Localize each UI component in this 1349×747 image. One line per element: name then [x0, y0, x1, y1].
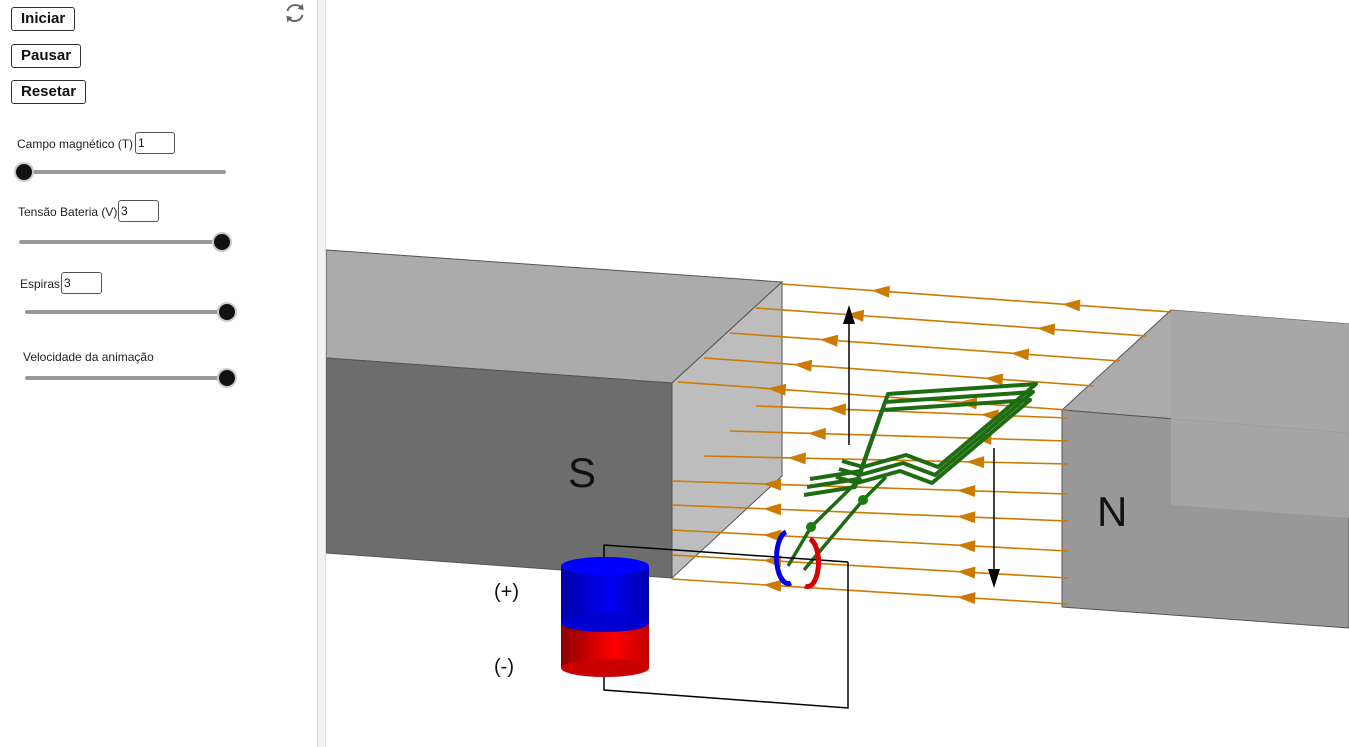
magnetic-field-slider-handle[interactable]: [16, 164, 32, 180]
animation-speed-slider-handle[interactable]: [219, 370, 235, 386]
field-line: [755, 307, 1147, 337]
field-line: [755, 405, 1069, 419]
coil-lead: [802, 498, 865, 572]
turns-label: Espiras: [20, 277, 61, 291]
field-line-arrow: [957, 592, 976, 605]
coil-joint: [858, 495, 868, 505]
coil-lead: [861, 475, 888, 502]
magnetic-field-input[interactable]: [135, 132, 175, 154]
field-line: [703, 357, 1095, 387]
magnetic-field-label: Campo magnético (T): [17, 137, 134, 151]
field-line-arrow: [1036, 323, 1056, 336]
battery-voltage-input[interactable]: [118, 200, 159, 222]
field-line-arrow: [827, 403, 846, 416]
negative-terminal-label: (-): [494, 656, 514, 678]
field-line-arrow: [957, 511, 976, 524]
positive-terminal-label: (+): [494, 581, 519, 603]
coil-lead: [809, 476, 863, 529]
force-arrow-up: [843, 305, 855, 445]
start-button[interactable]: Iniciar: [11, 7, 76, 31]
reset-button[interactable]: Resetar: [11, 80, 87, 104]
field-line-arrow: [763, 579, 782, 592]
field-line: [671, 529, 1069, 552]
field-line-arrow: [984, 373, 1004, 386]
animation-speed-slider-track[interactable]: [25, 376, 235, 380]
field-line-arrow: [807, 427, 826, 440]
coil-joint: [806, 522, 816, 532]
field-line-arrow: [819, 334, 839, 347]
south-pole-label: S: [568, 449, 596, 496]
field-line-arrow: [787, 452, 806, 465]
field-line-arrow: [1062, 299, 1081, 312]
field-line: [671, 578, 1069, 605]
graphics-view[interactable]: S N (+) (-): [326, 0, 1349, 747]
commutator: [774, 529, 822, 590]
turns-slider-track[interactable]: [25, 310, 235, 314]
field-line-arrow: [957, 484, 976, 497]
field-line-arrow: [871, 285, 890, 298]
field-line-arrow: [1010, 348, 1030, 361]
field-line-arrow: [763, 503, 782, 516]
battery: [561, 557, 649, 677]
field-line-arrow: [966, 456, 985, 469]
field-line: [671, 504, 1069, 522]
force-arrow-down: [988, 448, 1000, 588]
field-line-arrow: [763, 478, 782, 491]
turns-input[interactable]: [61, 272, 102, 294]
field-line-arrow: [763, 529, 782, 542]
battery-voltage-label: Tensão Bateria (V): [18, 205, 118, 219]
coil-lead: [786, 526, 813, 567]
south-magnet: [326, 249, 784, 580]
coil-turn: [803, 398, 1032, 497]
field-line: [729, 332, 1121, 362]
field-line: [677, 381, 1069, 411]
field-line: [781, 283, 1172, 313]
turns-slider-handle[interactable]: [219, 304, 235, 320]
field-line: [671, 480, 1069, 495]
battery-voltage-slider-track[interactable]: [19, 240, 229, 244]
field-line: [729, 430, 1069, 442]
field-line-arrow: [957, 566, 976, 579]
magnetic-field-lines: [671, 283, 1172, 605]
control-panel: Iniciar Pausar Resetar Campo magnético (…: [0, 0, 318, 747]
panel-splitter[interactable]: [318, 0, 326, 747]
field-line: [671, 554, 1069, 579]
refresh-icon[interactable]: [283, 1, 307, 25]
field-line-arrow: [957, 540, 976, 553]
coil: [786, 382, 1038, 572]
north-magnet: [1060, 309, 1349, 629]
pause-button[interactable]: Pausar: [11, 44, 82, 68]
field-line-arrow: [793, 359, 813, 372]
field-line-arrow: [845, 309, 865, 322]
battery-voltage-slider-handle[interactable]: [214, 234, 230, 250]
animation-speed-label: Velocidade da animação: [23, 350, 154, 364]
magnetic-field-slider-track[interactable]: [17, 170, 226, 174]
field-line-arrow: [767, 383, 787, 396]
north-pole-label: N: [1097, 488, 1127, 535]
